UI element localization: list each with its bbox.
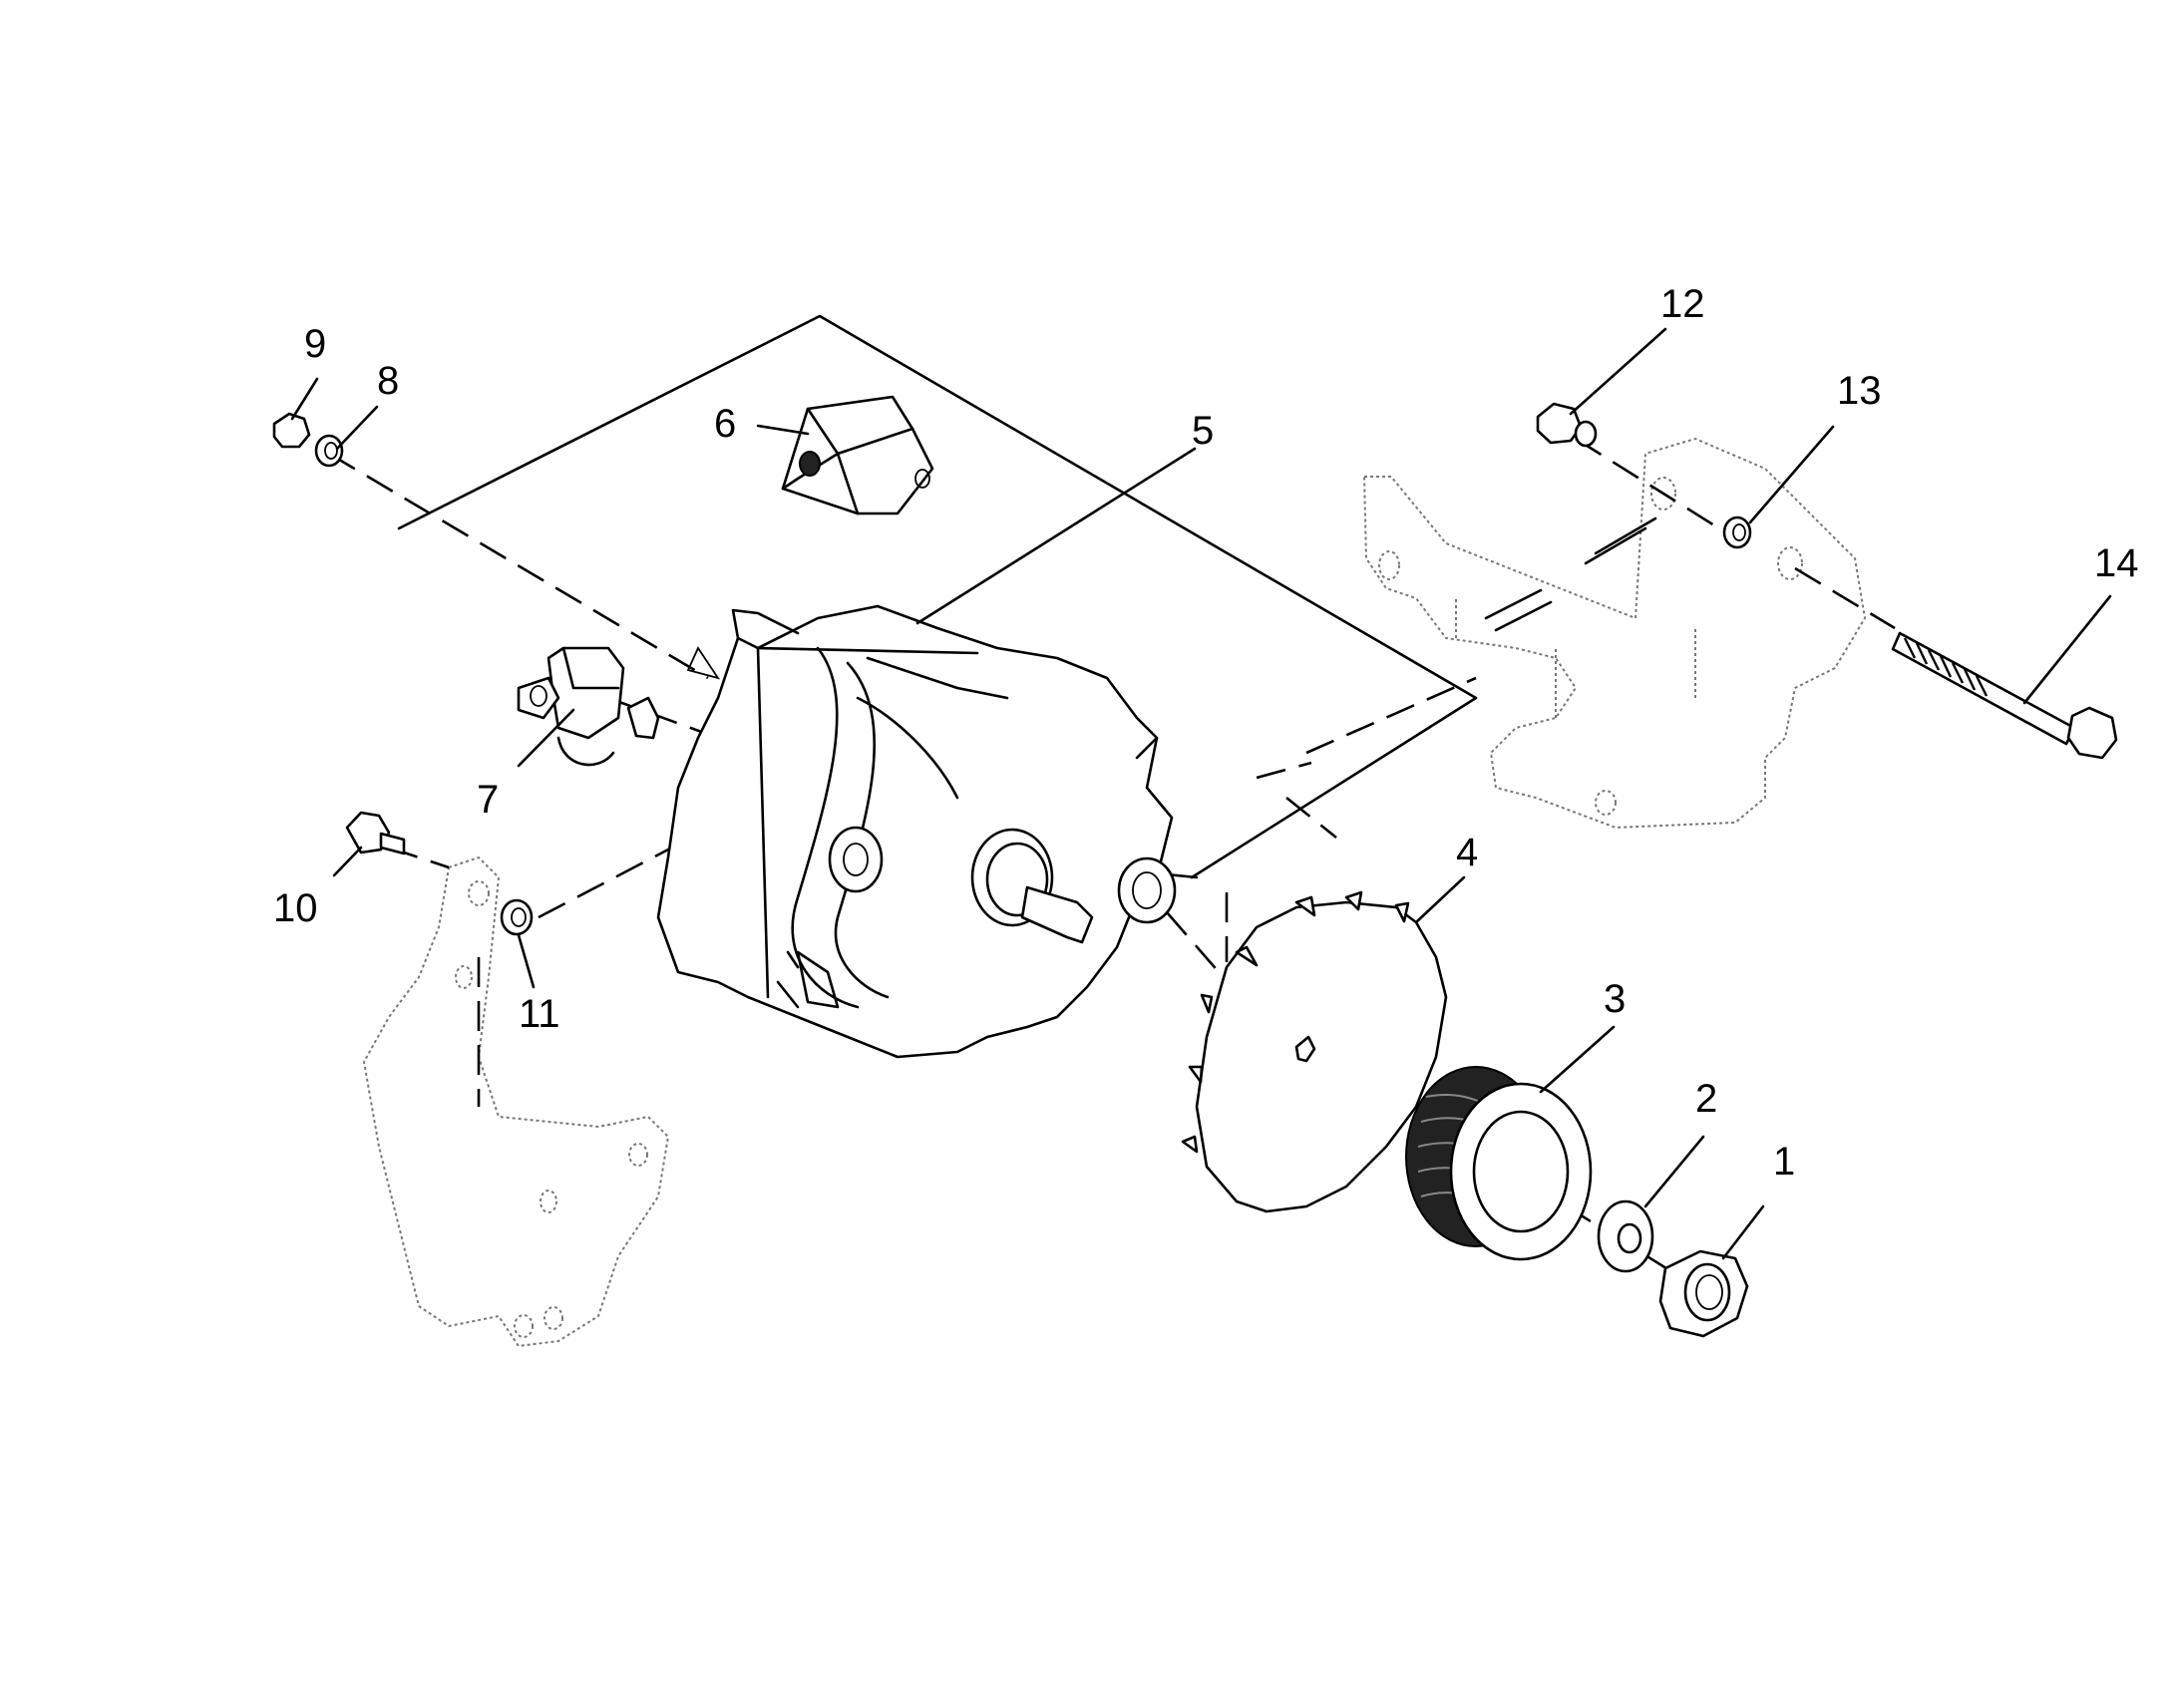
callout-4: 4	[1456, 831, 1478, 874]
washer	[1597, 1199, 1654, 1273]
callout-14: 14	[2094, 541, 2139, 585]
regulator-module	[781, 395, 934, 515]
terminal-connector	[517, 646, 660, 767]
left-mounting-bracket	[362, 855, 670, 1348]
drive-pulley	[1405, 1066, 1593, 1261]
callout-5: 5	[1192, 409, 1214, 453]
callout-11: 11	[519, 992, 560, 1036]
callout-1: 1	[1773, 1140, 1795, 1184]
callout-3: 3	[1604, 977, 1626, 1021]
nut-and-washer-upper-right	[1536, 402, 1752, 549]
bolt-and-washer-left	[345, 811, 534, 936]
hex-nut	[1658, 1249, 1749, 1338]
callout-9: 9	[304, 322, 326, 366]
cooling-fan	[1181, 890, 1448, 1213]
callout-13: 13	[1837, 369, 1882, 413]
callout-10: 10	[273, 886, 318, 930]
callout-2: 2	[1695, 1077, 1717, 1121]
callout-12: 12	[1660, 282, 1705, 326]
alternator-body	[656, 604, 1177, 1059]
callout-6: 6	[714, 402, 736, 446]
right-mounting-bracket	[1362, 437, 1867, 830]
long-bolt	[1891, 631, 2118, 760]
callout-7: 7	[477, 778, 499, 822]
nut-and-washer-upper-left	[272, 412, 344, 468]
callout-labels: 1 2 3 4 5 6 7 8 9 10 11 12 13 14	[273, 282, 2139, 1184]
leader-lines	[290, 327, 2112, 1260]
callout-8: 8	[377, 359, 399, 403]
